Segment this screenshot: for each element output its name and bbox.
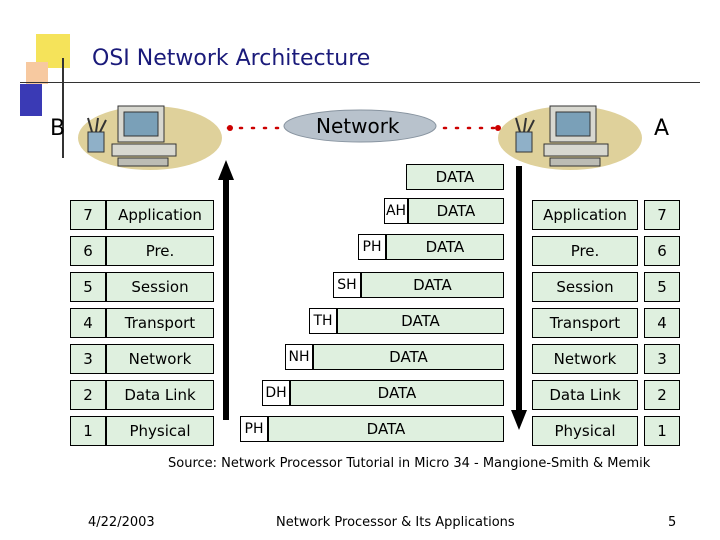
header-box: PH <box>240 416 268 442</box>
pencil-cup-icon <box>515 117 535 153</box>
computer-icon <box>111 105 177 167</box>
data-box: DATA <box>408 198 504 224</box>
data-box: DATA <box>337 308 504 334</box>
network-label: Network <box>316 114 400 138</box>
left-layer-name: Data Link <box>106 380 214 410</box>
right-layer-num: 6 <box>644 236 680 266</box>
left-layer-num: 6 <box>70 236 106 266</box>
computer-icon <box>543 105 609 167</box>
decor-horizontal-line <box>20 82 700 83</box>
right-layer-num: 2 <box>644 380 680 410</box>
left-layer-num: 7 <box>70 200 106 230</box>
source-caption: Source: Network Processor Tutorial in Mi… <box>168 456 651 471</box>
left-layer-num: 5 <box>70 272 106 302</box>
footer-date: 4/22/2003 <box>88 515 155 530</box>
up-arrow-head <box>218 160 234 180</box>
host-b-label: B <box>50 116 66 141</box>
data-box: DATA <box>361 272 504 298</box>
slide-title: OSI Network Architecture <box>92 46 371 71</box>
header-box: AH <box>384 198 408 224</box>
header-box: NH <box>285 344 313 370</box>
left-layer-name: Transport <box>106 308 214 338</box>
header-box: TH <box>309 308 337 334</box>
left-layer-num: 2 <box>70 380 106 410</box>
page-number: 5 <box>668 515 677 530</box>
right-layer-num: 4 <box>644 308 680 338</box>
left-layer-name: Application <box>106 200 214 230</box>
right-layer-name: Transport <box>532 308 638 338</box>
header-box: SH <box>333 272 361 298</box>
right-layer-num: 3 <box>644 344 680 374</box>
left-layer-num: 3 <box>70 344 106 374</box>
right-layer-name: Session <box>532 272 638 302</box>
left-layer-name: Network <box>106 344 214 374</box>
right-layer-name: Pre. <box>532 236 638 266</box>
left-layer-name: Pre. <box>106 236 214 266</box>
network-illustration <box>78 105 642 170</box>
left-layer-name: Physical <box>106 416 214 446</box>
down-arrow-head <box>511 410 527 430</box>
pencil-cup-icon <box>87 117 107 153</box>
right-layer-name: Network <box>532 344 638 374</box>
top-data-box: DATA <box>406 164 504 190</box>
data-box: DATA <box>386 234 504 260</box>
footer-title: Network Processor & Its Applications <box>276 515 515 530</box>
right-layer-num: 1 <box>644 416 680 446</box>
link-endpoint-left <box>227 125 233 131</box>
right-layer-num: 7 <box>644 200 680 230</box>
right-layer-name: Physical <box>532 416 638 446</box>
data-box: DATA <box>268 416 504 442</box>
left-layer-num: 1 <box>70 416 106 446</box>
decor-blue-square <box>20 84 42 116</box>
right-layer-name: Data Link <box>532 380 638 410</box>
right-layer-num: 5 <box>644 272 680 302</box>
link-endpoint-right <box>495 125 501 131</box>
data-box: DATA <box>290 380 504 406</box>
left-layer-num: 4 <box>70 308 106 338</box>
decor-orange-square <box>26 62 48 84</box>
decor-vertical-line <box>62 58 64 158</box>
host-a-label: A <box>654 116 670 141</box>
left-layer-name: Session <box>106 272 214 302</box>
right-layer-name: Application <box>532 200 638 230</box>
data-box: DATA <box>313 344 504 370</box>
header-box: DH <box>262 380 290 406</box>
header-box: PH <box>358 234 386 260</box>
network-cloud-icon <box>283 109 437 143</box>
